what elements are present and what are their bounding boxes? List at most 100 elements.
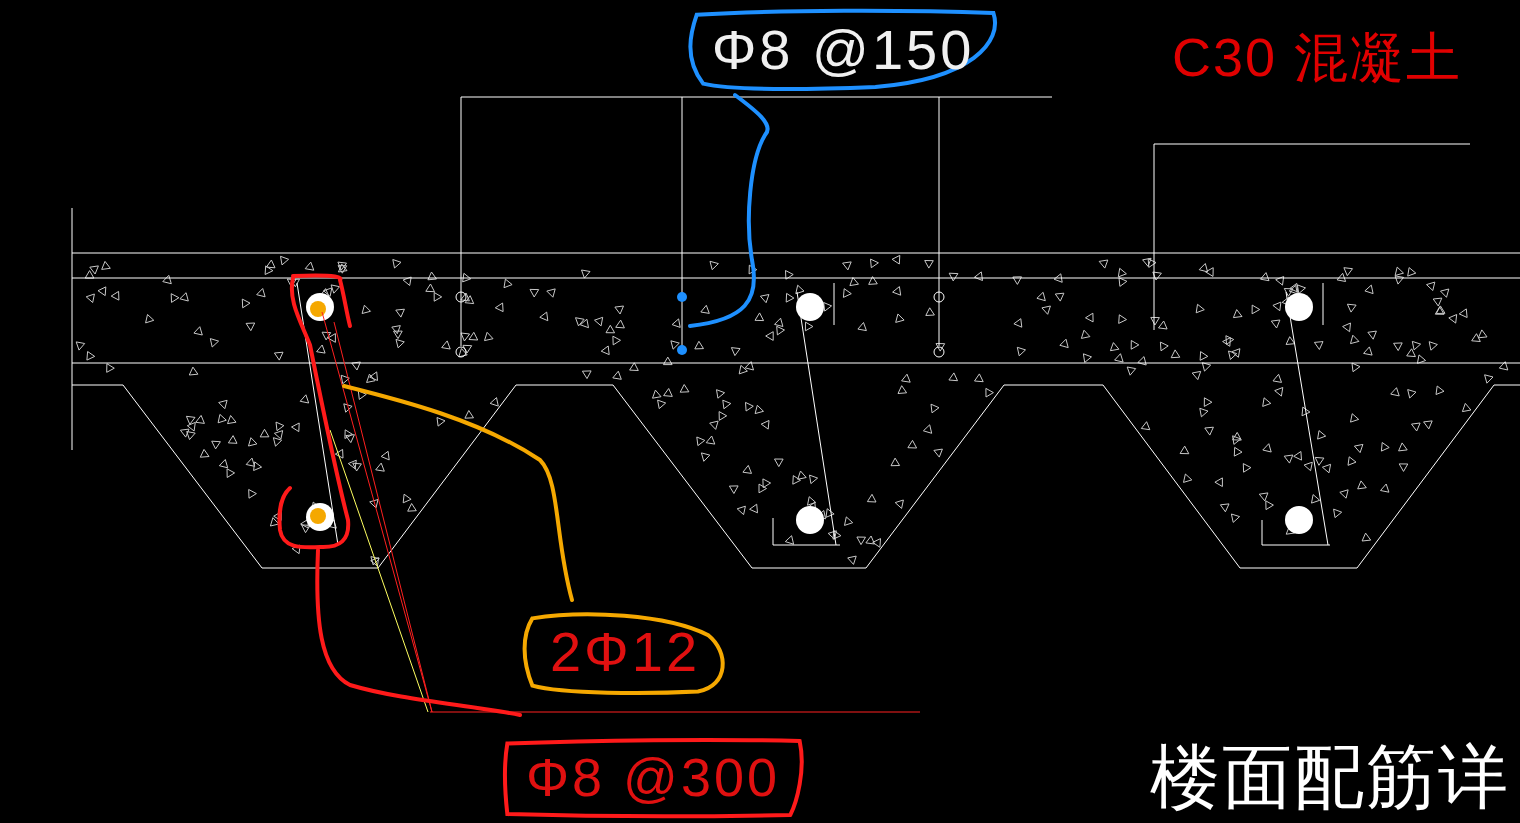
hatch-mark xyxy=(729,486,738,494)
hatch-mark xyxy=(370,372,378,381)
hatch-mark xyxy=(426,284,435,292)
hatch-mark xyxy=(785,536,793,545)
hatch-mark xyxy=(1314,342,1323,350)
hatch-mark xyxy=(146,315,154,323)
hatch-mark xyxy=(723,400,731,409)
hatch-mark xyxy=(672,319,680,328)
hatch-mark xyxy=(1060,339,1068,347)
callout-loop: 2Φ12 xyxy=(522,610,729,694)
hatch-mark xyxy=(274,352,283,360)
hatch-mark xyxy=(775,459,784,467)
hatch-mark xyxy=(1160,342,1168,351)
drawing-caption: 楼面配筋详 xyxy=(1150,739,1510,816)
hatch-mark xyxy=(228,416,237,424)
hatch-mark xyxy=(1362,533,1371,541)
hatch-mark xyxy=(107,364,115,373)
hatch-mark xyxy=(613,336,621,345)
hatch-mark xyxy=(1485,375,1493,383)
hatch-mark xyxy=(1394,343,1403,351)
hatch-mark xyxy=(1273,374,1282,382)
hatch-mark xyxy=(1252,305,1260,314)
hatch-mark xyxy=(1151,317,1160,325)
hatch-mark xyxy=(1399,443,1408,451)
hatch-mark xyxy=(1261,273,1270,281)
hatch-mark xyxy=(249,438,257,446)
hatch-mark xyxy=(465,411,474,419)
hatch-mark xyxy=(461,333,470,341)
material-note: C30 混凝土 xyxy=(1172,28,1462,87)
hatch-mark xyxy=(931,404,939,413)
hatch-mark xyxy=(902,374,911,382)
hatch-mark xyxy=(1200,352,1208,361)
hatch-mark xyxy=(582,270,591,278)
hatch-mark xyxy=(680,385,689,393)
hatch-mark xyxy=(898,386,907,394)
hatch-mark xyxy=(1459,309,1467,318)
hatch-mark xyxy=(1202,363,1210,371)
hatch-mark xyxy=(437,418,445,427)
hatch-mark xyxy=(710,421,718,429)
hatch-mark xyxy=(246,458,254,466)
hatch-mark xyxy=(1200,408,1208,417)
hatch-mark xyxy=(1223,338,1231,347)
hatch-mark xyxy=(908,440,917,448)
hatch-mark xyxy=(331,285,340,293)
hatch-mark xyxy=(826,509,834,518)
hatch-mark xyxy=(1351,335,1359,343)
hatch-mark xyxy=(701,453,709,461)
hatch-mark xyxy=(90,266,99,274)
hatch-mark xyxy=(896,314,904,322)
hatch-mark xyxy=(760,295,769,303)
hatch-mark xyxy=(1354,444,1363,452)
hatch-mark xyxy=(710,261,718,269)
hatch-mark xyxy=(1284,455,1293,463)
hatch-mark xyxy=(1348,457,1356,466)
hatch-mark xyxy=(1417,355,1425,364)
hatch-mark xyxy=(1381,484,1389,492)
hatch-mark xyxy=(87,352,95,361)
hatch-mark xyxy=(281,256,289,265)
hatch-mark xyxy=(276,422,284,431)
hatch-mark xyxy=(1110,343,1119,351)
callout-loop: Φ8 @300 xyxy=(498,737,809,819)
hatch-mark xyxy=(895,500,903,508)
hatch-mark xyxy=(786,293,794,302)
hatch-mark xyxy=(613,371,622,379)
hatch-mark xyxy=(1220,504,1229,512)
hatch-mark xyxy=(302,525,311,533)
hatch-mark xyxy=(867,494,876,502)
hatch-mark xyxy=(1472,334,1481,342)
concrete-hatch xyxy=(76,255,1508,566)
hatch-mark xyxy=(1408,268,1416,277)
hatch-mark xyxy=(102,261,111,269)
hatch-mark xyxy=(86,294,94,303)
hatch-mark xyxy=(701,305,710,313)
leader-lines xyxy=(322,312,920,712)
hatch-mark xyxy=(1365,285,1373,294)
hatch-mark xyxy=(857,537,866,545)
hatch-mark xyxy=(403,494,411,503)
hatch-mark xyxy=(891,458,900,466)
hatch-mark xyxy=(777,326,785,335)
rebar-spec: Φ8 @150 xyxy=(712,19,975,81)
hatch-mark xyxy=(1304,462,1312,471)
hatch-mark xyxy=(866,536,875,544)
hatch-mark xyxy=(76,342,85,350)
hatch-mark xyxy=(219,400,227,408)
hatch-mark xyxy=(1192,371,1201,379)
hatch-mark xyxy=(392,326,401,334)
hatch-mark xyxy=(810,475,818,484)
hatch-mark xyxy=(798,471,807,479)
distribution-bar-marks xyxy=(310,292,687,524)
hatch-mark xyxy=(242,299,250,308)
hatch-mark xyxy=(775,318,783,326)
hatch-mark xyxy=(1119,278,1127,287)
hatch-mark xyxy=(717,390,725,399)
hatch-mark xyxy=(1312,495,1320,504)
hatch-mark xyxy=(305,262,314,270)
hatch-mark xyxy=(616,320,625,328)
hatch-mark xyxy=(1340,490,1348,498)
hatch-mark xyxy=(1118,268,1126,277)
hatch-mark xyxy=(1424,421,1433,429)
hatch-mark xyxy=(871,259,879,268)
